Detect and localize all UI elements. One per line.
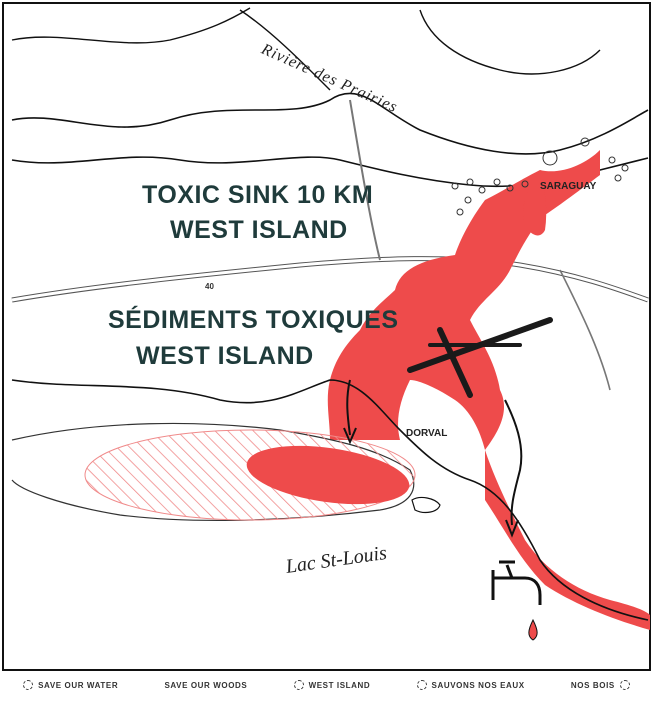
flow-arrow-west-icon — [343, 427, 357, 445]
north-south-road — [349, 99, 381, 261]
lake-contamination-boundary — [11, 422, 415, 522]
circle-logo-icon — [293, 680, 304, 690]
toxic-flow-south — [485, 450, 650, 630]
footer-slogans: SAVE OUR WATER SAVE OUR WOODS WEST ISLAN… — [0, 672, 653, 698]
footer-item: SAUVONS NOS EAUX — [416, 680, 525, 690]
toxic-plume — [246, 445, 410, 505]
island-edge-2 — [419, 9, 601, 75]
footer-item: NOS BOIS — [571, 680, 630, 690]
creek-channel-west — [346, 379, 351, 436]
label-saraguay: SARAGUAY — [540, 181, 597, 192]
title-west-island-en: WEST ISLAND — [170, 216, 348, 244]
circle-logo-icon — [416, 680, 427, 690]
title-toxic-sink: TOXIC SINK 10 KM — [142, 181, 374, 209]
footer-item: SAVE OUR WATER — [23, 680, 118, 690]
footer-nos-bois: NOS BOIS — [570, 680, 615, 690]
title-sediments-toxiques: SÉDIMENTS TOXIQUES — [108, 306, 399, 334]
flow-arrow-icon — [505, 519, 519, 538]
water-drop-icon — [528, 618, 538, 641]
south-shoreline — [11, 379, 649, 621]
circle-logo-icon — [23, 680, 34, 690]
footer-sauvons-nos-eaux: SAUVONS NOS EAUX — [431, 680, 525, 690]
highway-40 — [11, 256, 649, 303]
islets — [451, 137, 629, 216]
island-edge — [239, 9, 331, 91]
toxic-branch — [523, 170, 547, 236]
river-north-shore — [11, 92, 649, 155]
footer-item: WEST ISLAND — [293, 680, 371, 690]
label-dorval: DORVAL — [406, 428, 448, 439]
east-road — [559, 269, 611, 391]
north-shoreline — [11, 7, 251, 44]
highway-40-inner — [11, 257, 649, 302]
creek-channel — [504, 399, 523, 526]
title-west-island-fr: WEST ISLAND — [136, 342, 314, 370]
footer-save-water: SAVE OUR WATER — [38, 680, 119, 690]
label-highway-40: 40 — [205, 282, 214, 291]
footer-west-island: WEST ISLAND — [308, 680, 371, 690]
faucet-icon — [491, 560, 542, 605]
small-island — [411, 496, 441, 514]
footer-item: SAVE OUR WOODS — [164, 681, 247, 690]
circle-logo-icon — [619, 680, 630, 690]
airport-runway-2 — [437, 327, 473, 398]
map-border — [2, 2, 651, 671]
footer-save-woods: SAVE OUR WOODS — [164, 680, 248, 690]
